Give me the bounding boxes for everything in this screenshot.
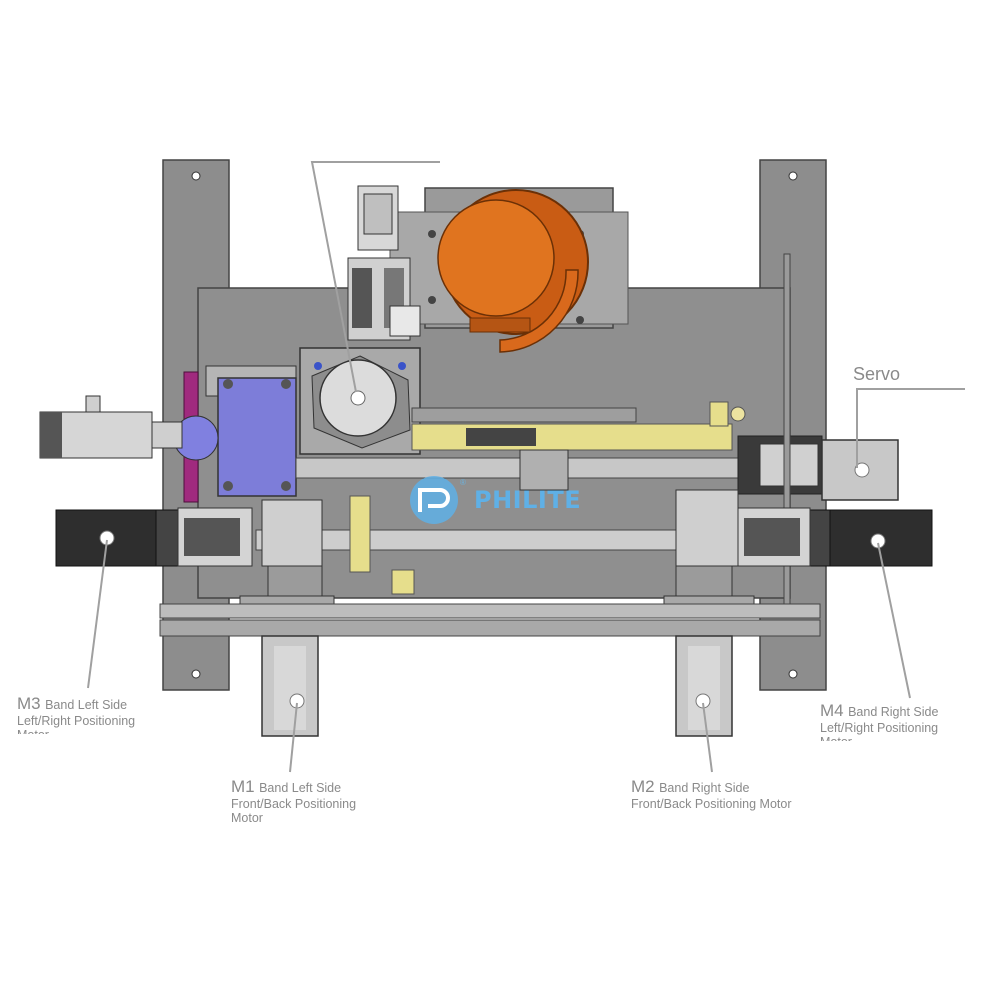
philite-logo: PHILITE ® — [460, 478, 582, 514]
right-gear-assembly — [663, 489, 755, 615]
rotary-plate — [299, 347, 421, 455]
m3-line-3: Motor — [17, 728, 187, 734]
m3-code: M3 — [17, 694, 41, 713]
m4-line-1: Band Right Side — [848, 705, 939, 719]
registered-mark: ® — [460, 478, 466, 487]
m4-line-3: Motor — [820, 735, 995, 741]
m2-line-2: Front/Back Positioning Motor — [631, 796, 792, 811]
blue-block — [173, 365, 297, 503]
m3-label: M3 Band Left Side Left/Right Positioning… — [17, 694, 187, 734]
m3-line-2: Left/Right Positioning — [17, 713, 136, 728]
m3-motor — [55, 507, 253, 567]
m1-line-1: Band Left Side — [259, 781, 342, 795]
servo-block — [737, 435, 899, 501]
m2-motor — [675, 635, 733, 737]
m1-code: M1 — [231, 777, 255, 796]
m1-line-2: Front/Back Positioning — [231, 796, 357, 811]
servo-code: Servo — [853, 364, 901, 384]
m3-line-1: Band Left Side — [45, 698, 128, 712]
orange-reel — [437, 189, 589, 353]
lower-shaft — [255, 529, 727, 551]
servo-label: Servo — [853, 364, 900, 385]
bottom-rail — [159, 603, 821, 619]
m2-code: M2 — [631, 777, 655, 796]
logo-text: PHILITE — [474, 486, 582, 514]
m2-label: M2 Band Right Side Front/Back Positionin… — [631, 777, 831, 811]
m4-line-2: Left/Right Positioning — [820, 720, 939, 735]
m2-line-1: Band Right Side — [659, 781, 750, 795]
philite-logo-icon — [410, 476, 458, 524]
m4-label: M4 Band Right Side Left/Right Positionin… — [820, 701, 995, 741]
m4-motor — [735, 507, 933, 567]
yellow-rail — [411, 401, 746, 451]
left-horizontal-cylinder — [39, 395, 183, 459]
callout-lines — [87, 161, 965, 773]
m1-motor — [261, 635, 319, 737]
m1-line-3: Motor — [231, 810, 263, 825]
m1-label: M1 Band Left Side Front/Back Positioning… — [231, 777, 411, 825]
m4-code: M4 — [820, 701, 844, 720]
upper-cylinder — [347, 185, 421, 341]
